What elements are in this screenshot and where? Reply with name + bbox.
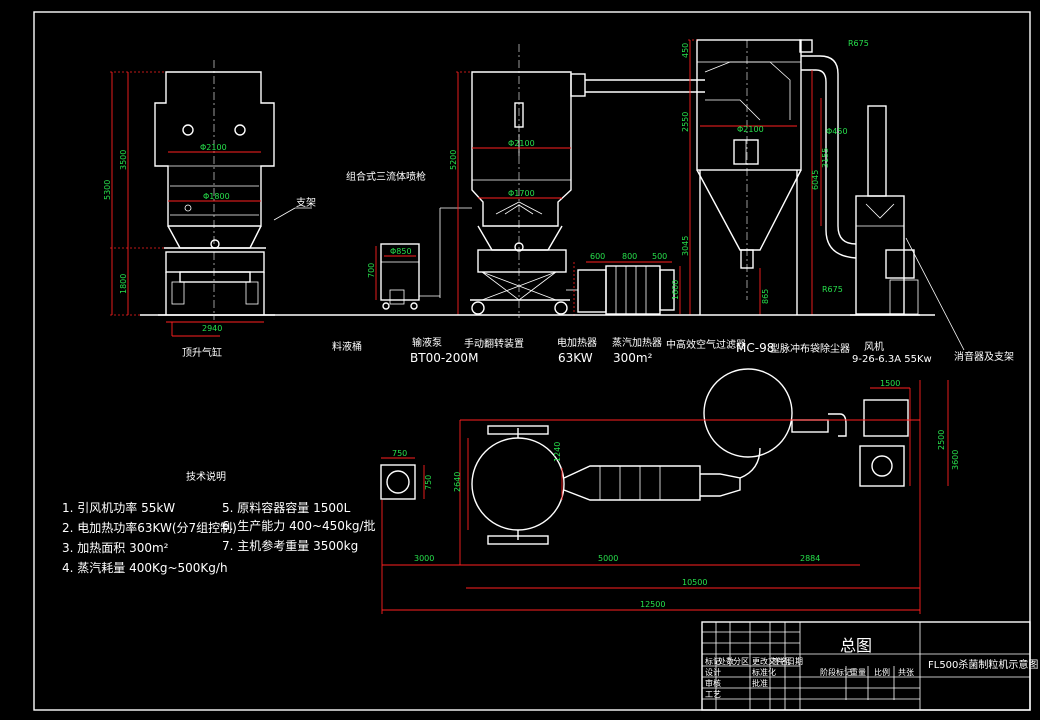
tb-row-5: 处数	[718, 656, 734, 666]
dims-plan-view	[381, 380, 949, 614]
label-steam-heater: 蒸汽加热器	[612, 336, 662, 349]
dim-1800: 1800	[119, 274, 128, 294]
label-dust-collector-model: MC-98	[736, 341, 774, 355]
dust-collector	[696, 39, 857, 315]
label-lift-cylinder: 顶升气缸	[182, 346, 222, 359]
dim-10500: 10500	[682, 578, 707, 587]
dim-2550: 2550	[681, 112, 690, 132]
tb-row-3: 审核	[705, 678, 721, 688]
label-fan-model: 9-26-6.3A 55Kw	[852, 354, 932, 365]
dim-r675-top: R675	[848, 39, 869, 48]
label-steam-area: 300m²	[613, 351, 653, 365]
dim-3045: 3045	[681, 236, 690, 256]
label-dust-collector: 型脉冲布袋除尘器	[770, 342, 850, 355]
tb-row-2: 设计	[705, 667, 721, 677]
dim-r675-bottom: R675	[822, 285, 843, 294]
tb-col-sheets: 共张	[898, 668, 914, 677]
dim-700: 700	[367, 263, 376, 278]
label-pump-model: BT00-200M	[410, 351, 478, 365]
dim-750-w: 750	[392, 449, 407, 458]
label-electric-heater: 电加热器	[557, 336, 597, 349]
dim-5000: 5000	[598, 554, 618, 563]
fluid-bed-unit-middle	[439, 44, 705, 318]
dim-2500: 2500	[937, 430, 946, 450]
label-support: 支架	[296, 197, 316, 209]
tech-note-2: 2. 电加热功率63KW(分7组控制)	[62, 520, 237, 535]
air-heaters	[566, 261, 681, 316]
dim-3500: 3500	[119, 150, 128, 170]
dim-2940: 2940	[202, 324, 222, 333]
label-bowl-cart: 手动翻转装置	[464, 337, 524, 350]
label-nozzle: 组合式三流体喷枪	[346, 170, 426, 183]
dim-5200: 5200	[449, 150, 458, 170]
tb-row-7: 批准	[752, 678, 768, 688]
label-fan: 风机	[864, 340, 884, 353]
tb-col-weight: 重量	[850, 667, 866, 677]
dim-d2100-left: Φ2100	[200, 143, 227, 152]
dim-3000: 3000	[414, 554, 434, 563]
label-pump: 输液泵	[412, 336, 442, 349]
tech-note-7: 7. 主机参考重量 3500kg	[222, 538, 358, 553]
dim-d2100-dc: Φ2100	[737, 125, 764, 134]
tb-row-1: 标记	[705, 656, 721, 666]
dim-1240: 1240	[553, 442, 562, 462]
tb-row-4: 工艺	[705, 690, 721, 699]
label-silencer: 消音器及支架	[954, 350, 1014, 363]
dim-2884: 2884	[800, 554, 820, 563]
dim-6045: 6045	[811, 170, 820, 190]
liquid-tank	[375, 243, 440, 310]
label-air-filter: 中高效空气过滤器	[666, 338, 746, 351]
dim-750-h: 750	[424, 475, 433, 490]
tech-note-4: 4. 蒸汽耗量 400Kg~500Kg/h	[62, 560, 228, 575]
tb-row-6: 标准化	[752, 667, 776, 677]
dim-3600: 3600	[951, 450, 960, 470]
dim-3155: 3155	[821, 148, 830, 168]
dim-450: 450	[681, 43, 690, 58]
tech-note-6: 6. 生产能力 400~450kg/批	[222, 518, 376, 533]
tech-note-5: 5. 原料容器容量 1500L	[222, 500, 351, 515]
tb-row-9: 更改文件号	[752, 656, 792, 666]
label-electric-power: 63KW	[558, 351, 593, 365]
tech-note-3: 3. 加热面积 300m²	[62, 541, 169, 555]
dim-865: 865	[761, 289, 770, 304]
dims-unit-left	[110, 71, 264, 337]
tech-notes-heading: 技术说明	[186, 470, 226, 483]
title-block-drawing-title: FL500杀菌制粒机示意图	[928, 658, 1038, 671]
dim-1500: 1500	[880, 379, 900, 388]
dim-d450: Φ450	[826, 127, 848, 136]
title-block	[701, 621, 1031, 711]
dim-500: 500	[652, 252, 667, 261]
dim-2640: 2640	[453, 472, 462, 492]
label-liquid-tank: 料液桶	[332, 340, 362, 353]
dim-12500: 12500	[640, 600, 665, 609]
dim-1600: 1600	[671, 280, 680, 300]
dim-d1700-mid: Φ1700	[508, 189, 535, 198]
tb-col-scale: 比例	[874, 667, 890, 677]
tb-row-10: 签名	[772, 656, 788, 666]
dim-600: 600	[590, 252, 605, 261]
tb-row-11: 日期	[787, 657, 803, 666]
tech-note-1: 1. 引风机功率 55kW	[62, 500, 175, 515]
dim-5300: 5300	[103, 180, 112, 200]
dim-d1800-left: Φ1800	[203, 192, 230, 201]
dim-800: 800	[622, 252, 637, 261]
drawing-frame	[33, 11, 1031, 711]
dims-dust-collector	[688, 39, 822, 315]
title-block-view-title: 总图	[840, 636, 872, 655]
dim-d850: Φ850	[390, 247, 412, 256]
tb-weight-label: 阶段标记	[820, 667, 852, 677]
dim-d2100-mid: Φ2100	[508, 139, 535, 148]
plan-view	[380, 368, 909, 545]
tb-row-8: 分区	[733, 657, 749, 666]
